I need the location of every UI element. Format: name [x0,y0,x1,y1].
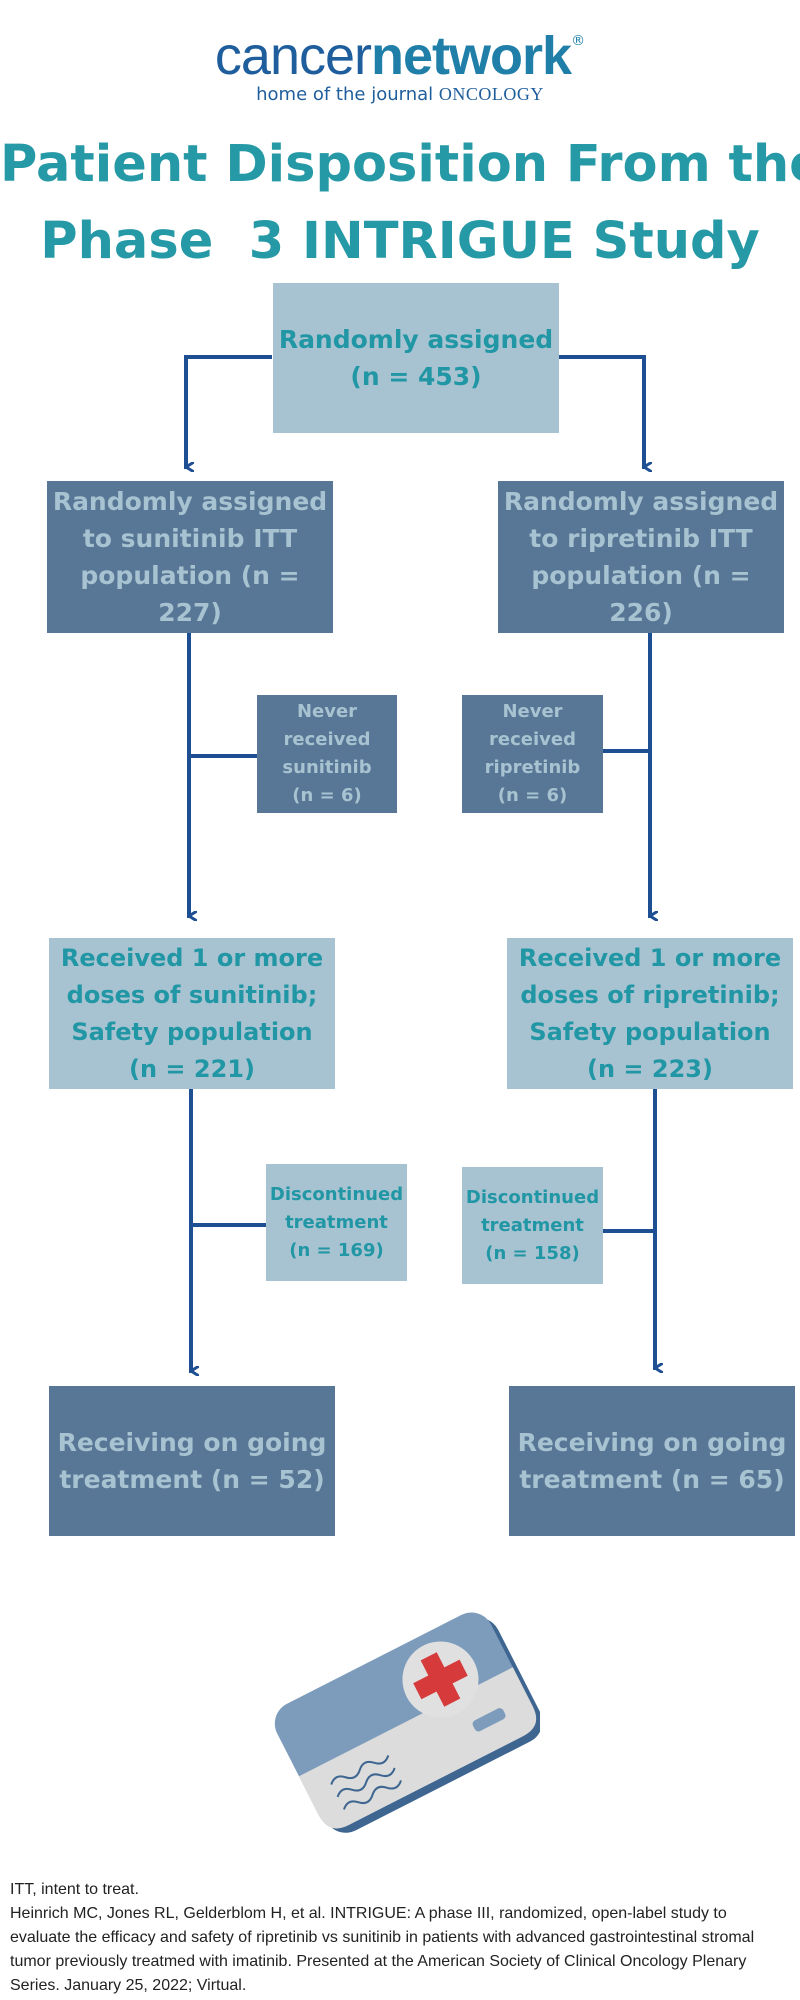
sunitinib-itt-line-3: population (n = 227) [80,561,300,627]
flow-connectors [184,355,800,1600]
sunitinib-discontinued-box: Discontinued treatment (n = 169) [266,1164,407,1281]
ripretinib-never-line-4: (n = 6) [497,785,568,806]
logo-registered-mark: ® [571,33,586,49]
ripretinib-never-box: Never received ripretinib (n = 6) [462,695,603,813]
arrow-root-to-sunitinib [184,355,272,467]
ripretinib-never-line-1: Never [502,701,563,722]
ripretinib-never-line-3: ripretinib [484,757,581,778]
sunitinib-never-line-3: sunitinib [282,757,372,778]
page-title: Patient Disposition From the Phase 3 INT… [0,126,800,280]
ripretinib-itt-line-1: Randomly assigned [503,487,779,516]
sunitinib-safety-line-2: doses of sunitinib; [66,980,318,1009]
ripretinib-itt-line-3: population (n = 226) [531,561,751,627]
ripretinib-discontinued-line-2: treatment [481,1214,584,1236]
ripretinib-discontinued-line-1: Discontinued [465,1186,600,1208]
ripretinib-itt-line-2: to ripretinib ITT [529,524,753,553]
sunitinib-never-line-1: Never [296,701,358,722]
sunitinib-discontinued-line-3: (n = 169) [289,1239,384,1261]
sunitinib-ongoing-line-1: Receiving on going [57,1428,327,1457]
footnote-abbreviation: ITT, intent to treat. [10,1881,139,1898]
root-count: (n = 453) [350,362,482,391]
sunitinib-itt-line-2: to sunitinib ITT [82,524,298,553]
logo-tagline-prefix: home of the journal [256,84,439,105]
logo-tagline-journal: ONCOLOGY [438,84,544,104]
footnote: ITT, intent to treat. Heinrich MC, Jones… [10,1878,790,1998]
ripretinib-safety-line-2: doses of ripretinib; [520,980,780,1009]
sunitinib-itt-box: Randomly assigned to sunitinib ITT popul… [47,481,333,633]
medical-card-icon [270,1605,543,1839]
page-title-line-1: Patient Disposition From the [0,135,800,194]
footnote-citation: Heinrich MC, Jones RL, Gelderblom H, et … [10,1905,755,1994]
sunitinib-ongoing-line-2: treatment (n = 52) [59,1465,325,1494]
sunitinib-never-line-2: received [283,729,371,750]
sunitinib-safety-line-4: (n = 221) [129,1054,255,1083]
logo: cancernetwork® [0,26,800,86]
ripretinib-safety-line-4: (n = 223) [587,1054,713,1083]
ripretinib-itt-box: Randomly assigned to ripretinib ITT popu… [498,481,784,633]
root-box: Randomly assigned (n = 453) [273,283,559,433]
ripretinib-safety-box: Received 1 or more doses of ripretinib; … [507,938,793,1089]
ripretinib-ongoing-box: Receiving on going treatment (n = 65) [509,1386,795,1536]
sunitinib-discontinued-line-2: treatment [285,1211,388,1233]
logo-text-network: network [371,26,572,86]
logo-text-cancer: cancer [214,26,372,86]
ripretinib-discontinued-line-3: (n = 158) [485,1242,580,1264]
ripretinib-safety-line-1: Received 1 or more [518,943,782,972]
ripretinib-never-line-2: received [489,729,576,750]
ripretinib-ongoing-line-2: treatment (n = 65) [519,1465,785,1494]
logo-tagline: home of the journal ONCOLOGY [0,84,800,105]
ripretinib-discontinued-box: Discontinued treatment (n = 158) [462,1167,603,1284]
ripretinib-safety-line-3: Safety population [529,1017,771,1046]
ripretinib-ongoing-line-1: Receiving on going [517,1428,787,1457]
page-title-line-2: Phase 3 INTRIGUE Study [40,212,760,271]
sunitinib-safety-box: Received 1 or more doses of sunitinib; S… [49,938,335,1089]
sunitinib-ongoing-box: Receiving on going treatment (n = 52) [49,1386,335,1536]
sunitinib-never-box: Never received sunitinib (n = 6) [257,695,397,813]
root-label: Randomly assigned [278,325,554,354]
sunitinib-safety-line-1: Received 1 or more [60,943,324,972]
sunitinib-safety-line-3: Safety population [71,1017,313,1046]
arrow-root-to-ripretinib [558,355,644,467]
sunitinib-itt-line-1: Randomly assigned [52,487,328,516]
sunitinib-discontinued-line-1: Discontinued [269,1183,404,1205]
sunitinib-never-line-4: (n = 6) [292,785,362,806]
